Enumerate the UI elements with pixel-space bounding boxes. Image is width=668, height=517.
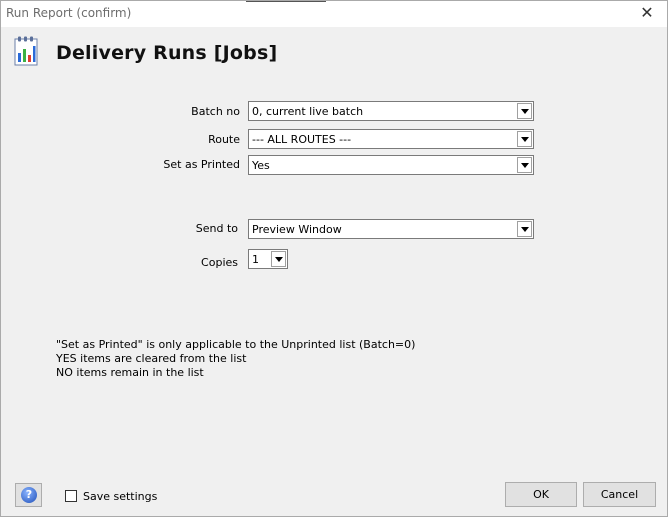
copies-select[interactable]: 1 — [248, 249, 288, 269]
route-label: Route — [208, 133, 240, 146]
route-select[interactable]: --- ALL ROUTES --- — [248, 129, 534, 149]
batch-no-select[interactable]: 0, current live batch — [248, 101, 534, 121]
note-line: YES items are cleared from the list — [56, 352, 247, 365]
set-as-printed-label: Set as Printed — [163, 158, 240, 171]
cancel-button[interactable]: Cancel — [583, 482, 656, 507]
chevron-down-icon[interactable] — [517, 131, 532, 147]
window-title: Run Report (confirm) — [6, 6, 132, 20]
help-icon: ? — [21, 487, 37, 503]
batch-no-label: Batch no — [191, 105, 240, 118]
note-line: "Set as Printed" is only applicable to t… — [56, 338, 416, 351]
chevron-down-icon[interactable] — [517, 157, 532, 173]
set-as-printed-value: Yes — [252, 159, 270, 172]
title-bar: Run Report (confirm) ✕ — [1, 1, 667, 27]
close-icon[interactable]: ✕ — [640, 3, 654, 22]
save-settings-checkbox[interactable] — [65, 490, 77, 502]
send-to-value: Preview Window — [252, 223, 342, 236]
chevron-down-icon[interactable] — [517, 221, 532, 237]
copies-label: Copies — [201, 256, 238, 269]
send-to-select[interactable]: Preview Window — [248, 219, 534, 239]
ok-button[interactable]: OK — [505, 482, 577, 507]
report-heading: Delivery Runs [Jobs] — [56, 42, 278, 64]
chevron-down-icon[interactable] — [271, 251, 286, 267]
send-to-label: Send to — [195, 222, 238, 235]
batch-no-value: 0, current live batch — [252, 105, 364, 118]
chevron-down-icon[interactable] — [517, 103, 532, 119]
report-chart-icon — [14, 36, 38, 66]
route-value: --- ALL ROUTES --- — [252, 133, 352, 146]
title-bar-accent — [246, 1, 326, 2]
copies-value: 1 — [252, 253, 259, 266]
set-as-printed-select[interactable]: Yes — [248, 155, 534, 175]
save-settings-label[interactable]: Save settings — [83, 490, 158, 503]
note-line: NO items remain in the list — [56, 366, 204, 379]
help-button[interactable]: ? — [15, 483, 42, 507]
